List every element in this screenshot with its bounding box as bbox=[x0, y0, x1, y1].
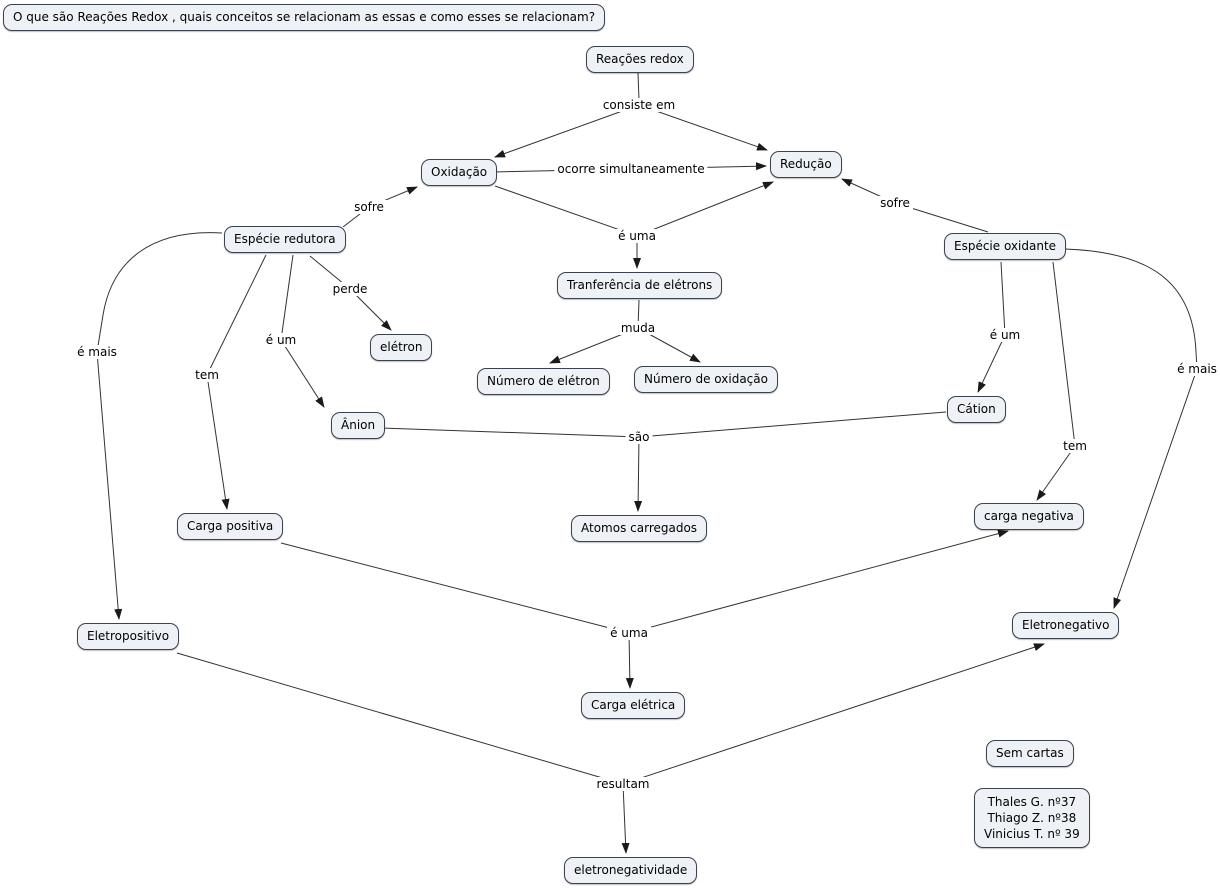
link-label-e-um-left[interactable]: é um bbox=[262, 333, 300, 347]
concept-node-carga-negativa[interactable]: carga negativa bbox=[974, 503, 1084, 530]
author-line-1: Thales G. nº37 bbox=[987, 795, 1077, 809]
focus-question-box[interactable]: O que são Reações Redox , quais conceito… bbox=[3, 4, 606, 31]
authors-box[interactable]: Thales G. nº37 Thiago Z. nº38 Vinicius T… bbox=[974, 788, 1090, 848]
concept-node-reacoes-redox[interactable]: Reações redox bbox=[586, 46, 694, 73]
author-line-3: Vinicius T. nº 39 bbox=[984, 827, 1080, 841]
link-label-e-uma-bottom[interactable]: é uma bbox=[607, 626, 651, 640]
link-label-tem-right[interactable]: tem bbox=[1060, 439, 1090, 453]
link-label-e-mais-right[interactable]: é mais bbox=[1174, 362, 1220, 376]
concept-node-especie-redutora[interactable]: Espécie redutora bbox=[224, 226, 346, 253]
concept-node-oxidacao[interactable]: Oxidação bbox=[421, 159, 498, 186]
sem-cartas-box[interactable]: Sem cartas bbox=[986, 740, 1074, 767]
concept-node-reducao[interactable]: Redução bbox=[770, 151, 842, 178]
concept-node-numero-de-eletron[interactable]: Número de elétron bbox=[477, 368, 610, 395]
link-label-sofre-right[interactable]: sofre bbox=[877, 196, 913, 210]
concept-node-carga-eletrica[interactable]: Carga elétrica bbox=[581, 692, 686, 719]
link-label-perde[interactable]: perde bbox=[329, 282, 371, 296]
concept-node-cation[interactable]: Cátion bbox=[947, 396, 1006, 423]
link-label-sofre-left[interactable]: sofre bbox=[351, 200, 387, 214]
link-label-e-mais-left[interactable]: é mais bbox=[74, 345, 120, 359]
concept-node-transferencia-de-eletrons[interactable]: Tranferência de elétrons bbox=[557, 272, 723, 299]
link-label-muda[interactable]: muda bbox=[617, 321, 659, 335]
concept-node-anion[interactable]: Ânion bbox=[331, 412, 386, 439]
author-line-2: Thiago Z. nº38 bbox=[987, 811, 1077, 825]
link-label-sao[interactable]: são bbox=[625, 430, 653, 444]
link-label-ocorre-simultaneamente[interactable]: ocorre simultaneamente bbox=[554, 162, 708, 176]
edge-lines bbox=[96, 72, 1198, 854]
link-label-e-uma-top[interactable]: é uma bbox=[615, 229, 659, 243]
concept-node-eletropositivo[interactable]: Eletropositivo bbox=[77, 623, 180, 650]
concept-node-atomos-carregados[interactable]: Atomos carregados bbox=[571, 515, 708, 542]
concept-node-eletron[interactable]: elétron bbox=[370, 334, 433, 361]
link-label-e-um-right[interactable]: é um bbox=[986, 328, 1024, 342]
link-label-consiste-em[interactable]: consiste em bbox=[599, 98, 679, 112]
concept-node-especie-oxidante[interactable]: Espécie oxidante bbox=[944, 233, 1067, 260]
concept-node-numero-de-oxidacao[interactable]: Número de oxidação bbox=[634, 366, 778, 393]
link-label-tem-left[interactable]: tem bbox=[192, 368, 222, 382]
concept-node-eletronegatividade[interactable]: eletronegatividade bbox=[564, 857, 698, 884]
link-label-resultam[interactable]: resultam bbox=[593, 777, 653, 791]
concept-node-eletronegativo[interactable]: Eletronegativo bbox=[1012, 612, 1120, 639]
concept-node-carga-positiva[interactable]: Carga positiva bbox=[177, 513, 284, 540]
